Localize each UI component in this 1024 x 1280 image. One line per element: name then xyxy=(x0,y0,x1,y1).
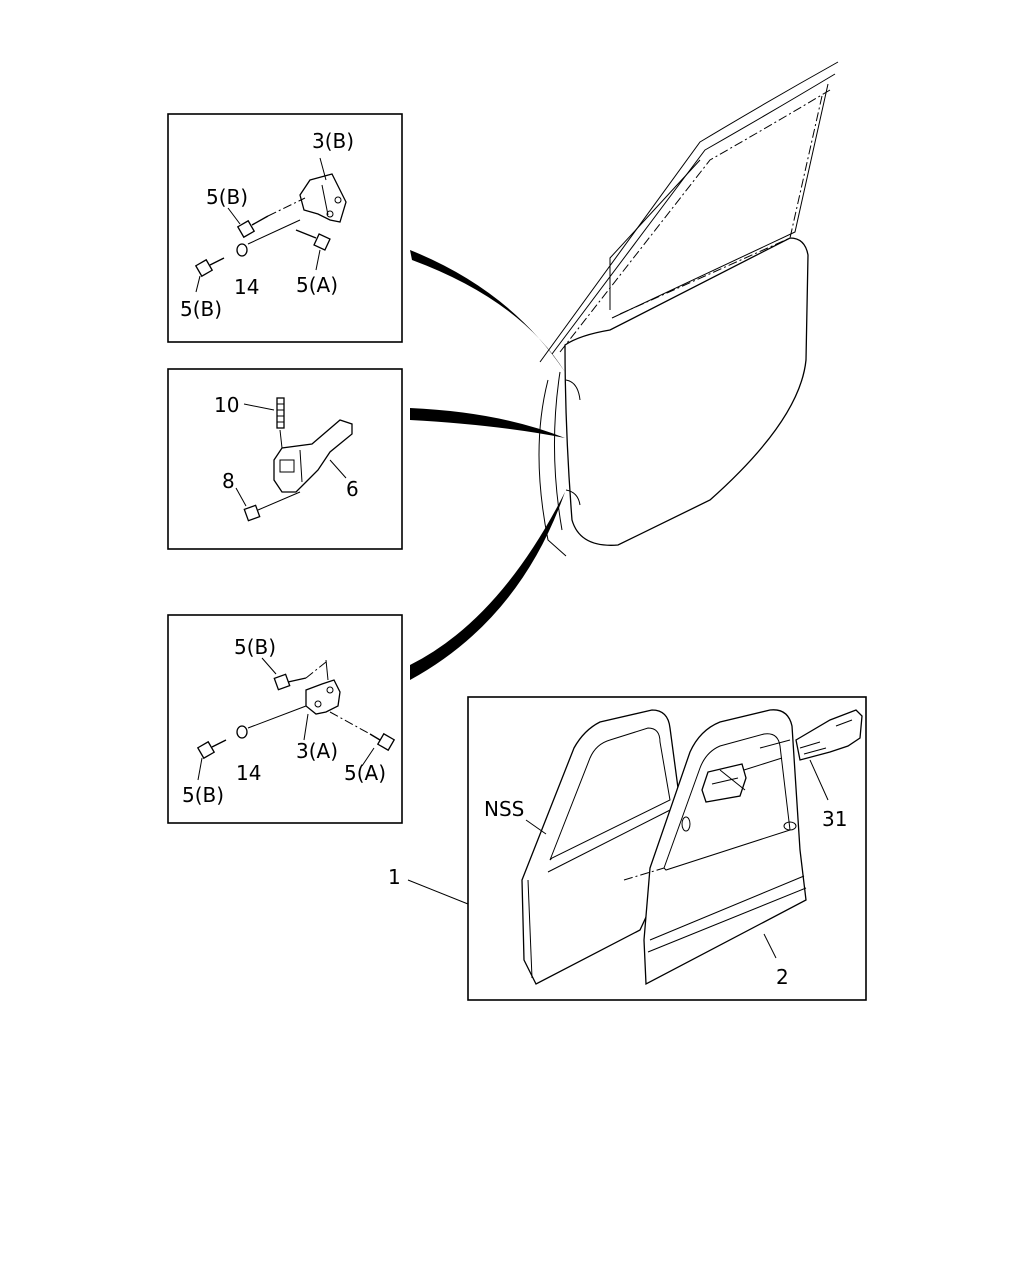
label-lower-bolt-5a: 5(A) xyxy=(344,761,386,785)
label-lower-bolt-5b: 5(B) xyxy=(234,635,276,659)
bolt-5b-upper-part xyxy=(236,197,306,239)
label-bracket-31: 31 xyxy=(822,807,847,831)
label-door-2: 2 xyxy=(776,965,789,989)
label-pin-10: 10 xyxy=(214,393,239,417)
check-link-panel: 10 8 6 xyxy=(167,368,403,550)
label-lower-hinge: 3(A) xyxy=(296,739,338,763)
pointer-arc-middle xyxy=(410,408,565,438)
pin-10-part xyxy=(276,397,285,429)
label-upper-hinge: 3(B) xyxy=(312,129,354,153)
label-upper-bolt-5a: 5(A) xyxy=(296,273,338,297)
lower-bolt-5b-lower-part xyxy=(196,739,227,760)
label-upper-bolt-5b-lower: 5(B) xyxy=(180,297,222,321)
label-assembly-1: 1 xyxy=(388,865,401,889)
pointer-arc-upper xyxy=(410,250,565,372)
upper-hinge-panel: 3(B) 5(B) 14 5(A) 5(B) xyxy=(167,113,403,343)
lower-washer-14-part xyxy=(236,725,248,739)
door-2-part xyxy=(623,709,807,986)
washer-14-part xyxy=(236,243,248,257)
lower-bolt-5a-part xyxy=(329,711,396,752)
label-lower-washer-14: 14 xyxy=(236,761,261,785)
check-link-6-part xyxy=(273,419,353,493)
door-assembly-panel: NSS 2 31 xyxy=(467,696,867,1001)
label-bolt-8: 8 xyxy=(222,469,235,493)
bolt-5a-part xyxy=(295,229,331,251)
lower-hinge-3a xyxy=(305,679,341,715)
label-lower-bolt-5b-lower: 5(B) xyxy=(182,783,224,807)
pointer-arc-lower xyxy=(410,492,565,680)
label-link-6: 6 xyxy=(346,477,359,501)
nss-door-part xyxy=(521,709,684,985)
lower-bolt-5b-upper-part xyxy=(273,661,327,691)
label-nss: NSS xyxy=(484,797,524,821)
bolt-5b-lower-part xyxy=(194,257,225,278)
bracket-31-part xyxy=(795,709,863,761)
label-upper-washer-14: 14 xyxy=(234,275,259,299)
bolt-8-part xyxy=(243,491,301,522)
label-upper-bolt-5b: 5(B) xyxy=(206,185,248,209)
main-door-illustration xyxy=(538,61,839,557)
lower-hinge-panel: 5(B) 14 3(A) 5(A) 5(B) xyxy=(167,614,403,824)
